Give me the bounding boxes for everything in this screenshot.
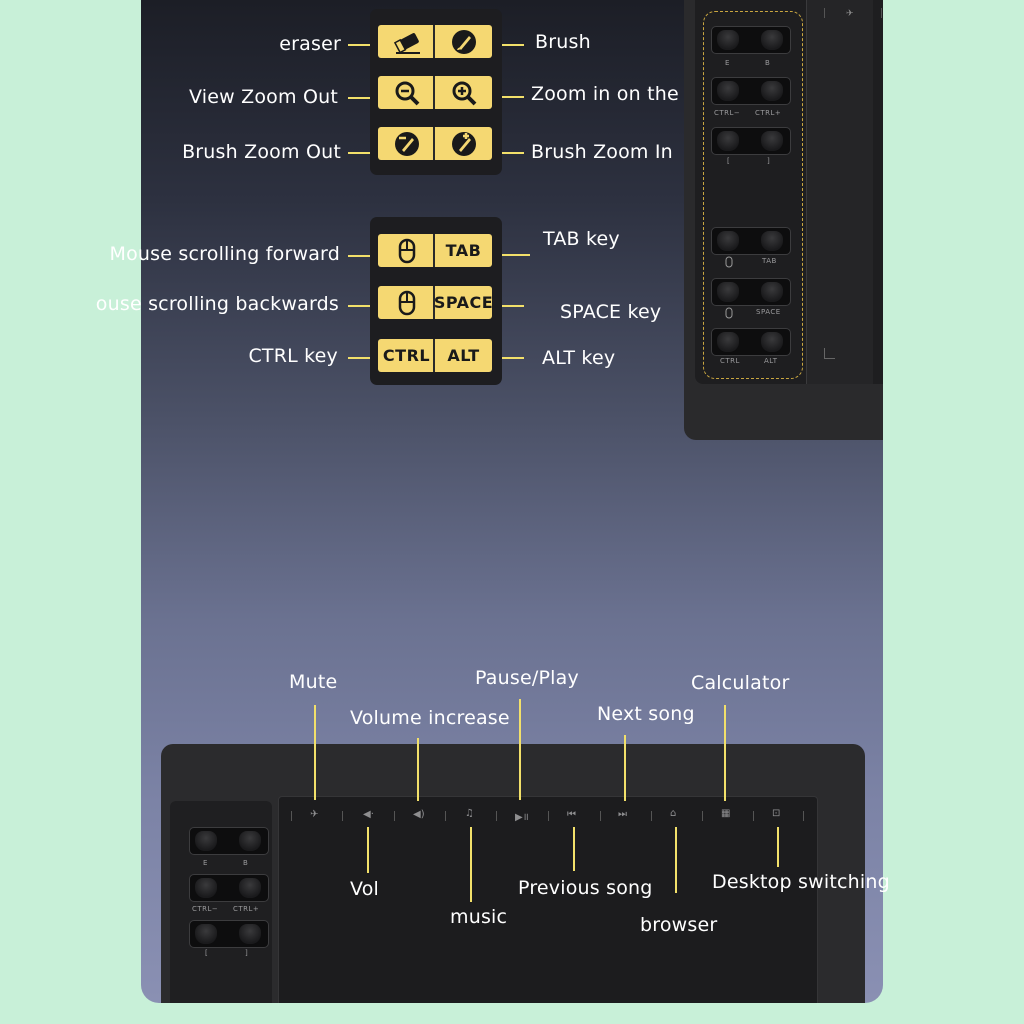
label-view-zoom-out: View Zoom Out — [189, 86, 338, 108]
tablet-label-e: E — [203, 859, 208, 867]
shortcut-keys-highlight — [703, 11, 803, 379]
label-alt-key: ALT key — [542, 347, 616, 369]
key-label-space: SPACE — [433, 293, 494, 312]
key-label-ctrl: CTRL — [382, 346, 431, 365]
desktop-icon: ⊡ — [772, 808, 781, 819]
tablet-label-ctrl-plus: CTRL+ — [233, 905, 260, 913]
tablet-label-ctrl-plus: CTRL+ — [755, 109, 782, 117]
brush-zoom-out-icon — [394, 131, 419, 156]
label-next-song: Next song — [597, 703, 695, 725]
label-pause-play: Pause/Play — [475, 667, 579, 689]
label-brush-zoom-out: Brush Zoom Out — [182, 141, 341, 163]
mute-icon: ✈ — [846, 9, 854, 19]
play-pause-icon: ▶॥ — [515, 812, 529, 823]
label-zoom-in-view: Zoom in on the view — [531, 83, 730, 105]
tablet-label-e: E — [725, 59, 730, 67]
tablet-label-space: SPACE — [756, 308, 781, 316]
brush-icon — [451, 29, 476, 54]
tablet-label-tab: TAB — [762, 257, 777, 265]
label-ctrl-key: CTRL key — [248, 345, 338, 367]
zoom-out-icon — [395, 81, 419, 105]
label-calculator: Calculator — [691, 672, 790, 694]
key-mouse-tab: TAB — [378, 234, 492, 267]
calculator-icon: ▦ — [721, 808, 731, 819]
key-brush-zoom — [378, 127, 492, 160]
label-brush-zoom-in: Brush Zoom In — [531, 141, 673, 163]
tablet-bottom-view: E B CTRL− CTRL+ [ ] ✈ ◀· ◀) ♫ ▶॥ ⏮ ⏭ ⌂ ▦… — [161, 744, 865, 1003]
mouse-icon — [398, 290, 415, 315]
key-label-alt: ALT — [447, 346, 480, 365]
volume-down-icon: ◀· — [363, 809, 374, 820]
tablet-label-bracket-right: ] — [245, 949, 249, 957]
label-music: music — [450, 906, 508, 928]
brush-zoom-in-icon — [451, 131, 476, 156]
label-space-key: SPACE key — [560, 301, 662, 323]
tablet-label-ctrl-minus: CTRL− — [192, 905, 219, 913]
tablet-label-b: B — [243, 859, 249, 867]
mouse-icon — [398, 238, 415, 263]
tablet-label-alt: ALT — [764, 357, 778, 365]
eraser-icon — [393, 32, 420, 54]
music-icon: ♫ — [465, 808, 474, 819]
label-mute: Mute — [289, 671, 338, 693]
browser-icon: ⌂ — [670, 808, 677, 819]
label-tab-key: TAB key — [543, 228, 620, 250]
tablet-label-b: B — [765, 59, 771, 67]
key-view-zoom — [378, 76, 492, 109]
label-desktop-switching: Desktop switching — [712, 871, 890, 893]
mouse-icon — [725, 256, 733, 268]
next-icon: ⏭ — [618, 809, 627, 820]
label-mouse-backward: ouse scrolling backwards — [95, 293, 339, 315]
previous-icon: ⏮ — [567, 809, 576, 820]
tablet-label-bracket-left: [ — [727, 157, 731, 165]
key-ctrl-alt: CTRL ALT — [378, 339, 492, 372]
tablet-label-bracket-left: [ — [205, 949, 209, 957]
label-previous-song: Previous song — [518, 877, 653, 899]
label-volume-increase: Volume increase — [350, 707, 510, 729]
label-browser: browser — [640, 914, 718, 936]
tablet-label-ctrl: CTRL — [720, 357, 740, 365]
label-brush: Brush — [535, 31, 591, 53]
label-vol: Vol — [350, 878, 380, 900]
label-eraser: eraser — [279, 33, 341, 55]
mute-icon: ✈ — [310, 809, 319, 820]
label-mouse-forward: Mouse scrolling forward — [109, 243, 340, 265]
key-eraser-brush — [378, 25, 492, 58]
tablet-label-bracket-right: ] — [767, 157, 771, 165]
tablet-top-view: E B CTRL− CTRL+ [ ] TAB SPACE CTRL ALT ✈ — [684, 0, 883, 440]
volume-up-icon: ◀) — [413, 809, 425, 820]
zoom-in-icon — [452, 81, 476, 105]
key-label-tab: TAB — [445, 241, 482, 260]
mouse-icon — [725, 307, 733, 319]
tablet-label-ctrl-minus: CTRL− — [714, 109, 741, 117]
key-mouse-space: SPACE — [378, 286, 494, 319]
